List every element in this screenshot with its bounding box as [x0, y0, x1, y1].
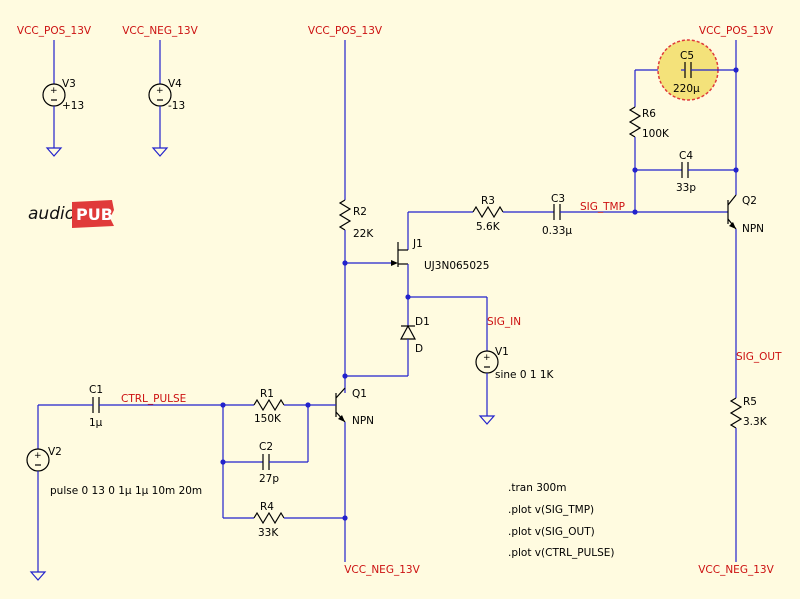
q2-power-label: VCC_POS_13V [699, 25, 774, 37]
c5-ref: C5 [680, 50, 694, 62]
r4-ref: R4 [260, 501, 274, 513]
sig-in-label: SIG_IN [487, 316, 521, 328]
v3-value: +13 [62, 100, 84, 112]
c4-value: 33p [676, 182, 696, 194]
q1-transistor[interactable]: Q1 NPN [335, 387, 374, 427]
r1-ref: R1 [260, 388, 274, 400]
v3-power-label: VCC_POS_13V [17, 25, 92, 37]
logo-text-pub: PUB [76, 205, 113, 224]
svg-text:+: + [34, 451, 42, 461]
v2-value: pulse 0 13 0 1µ 1µ 10m 20m [50, 485, 202, 497]
r5-ref: R5 [743, 396, 757, 408]
r2-power-label: VCC_POS_13V [308, 25, 383, 37]
q1-neg-power-label: VCC_NEG_13V [344, 564, 420, 576]
q1-ref: Q1 [352, 388, 367, 400]
directive-plot-sig-out: .plot v(SIG_OUT) [508, 526, 595, 538]
r6-ref: R6 [642, 108, 656, 120]
logo-text-audio: audio [28, 204, 75, 224]
c2-ref: C2 [259, 441, 273, 453]
v2-ref: V2 [48, 446, 62, 458]
r4-value: 33K [258, 527, 279, 539]
r5-resistor[interactable]: R5 3.3K [729, 396, 768, 429]
sig-tmp-label: SIG_TMP [580, 201, 625, 213]
v1-source[interactable]: + V1 sine 0 1 1K [475, 346, 555, 381]
r1-value: 150K [254, 413, 282, 425]
r2-value: 22K [353, 228, 374, 240]
r2-ref: R2 [353, 206, 367, 218]
d1-value: D [415, 343, 423, 355]
q2-neg-power-label: VCC_NEG_13V [698, 564, 774, 576]
v4-ref: V4 [168, 78, 182, 90]
svg-text:+: + [50, 86, 58, 96]
q1-value: NPN [352, 415, 374, 427]
j1-value: UJ3N065025 [424, 260, 489, 272]
svg-text:+: + [156, 86, 164, 96]
r3-resistor[interactable]: R3 5.6K [472, 195, 504, 233]
svg-text:+: + [483, 353, 491, 363]
r1-resistor[interactable]: R1 150K [253, 388, 285, 425]
directive-tran: .tran 300m [508, 482, 566, 494]
c4-capacitor[interactable]: C4 33p [676, 150, 696, 194]
d1-ref: D1 [415, 316, 430, 328]
ctrl-pulse-label: CTRL_PULSE [121, 393, 186, 405]
r5-value: 3.3K [743, 416, 768, 428]
v1-value: sine 0 1 1K [495, 369, 555, 381]
c3-ref: C3 [551, 193, 565, 205]
d1-diode[interactable]: D1 D [399, 316, 430, 355]
c1-value: 1µ [89, 417, 103, 429]
v1-ref: V1 [495, 346, 509, 358]
r6-resistor[interactable]: R6 100K [628, 106, 670, 140]
r2-resistor[interactable]: R2 22K [338, 199, 374, 240]
audiopub-logo: audio PUB [28, 200, 114, 228]
q2-ref: Q2 [742, 195, 757, 207]
v4-source[interactable]: + V4 -13 [148, 40, 185, 157]
v3-source[interactable]: + V3 +13 [42, 40, 84, 157]
q2-value: NPN [742, 223, 764, 235]
r4-resistor[interactable]: R4 33K [253, 501, 285, 539]
r3-value: 5.6K [476, 221, 501, 233]
sig-out-label: SIG_OUT [736, 351, 782, 363]
spice-directives: .tran 300m .plot v(SIG_TMP) .plot v(SIG_… [508, 482, 615, 559]
directive-plot-sig-tmp: .plot v(SIG_TMP) [508, 504, 594, 516]
r6-value: 100K [642, 128, 670, 140]
c2-value: 27p [259, 473, 279, 485]
c4-ref: C4 [679, 150, 693, 162]
c3-value: 0.33µ [542, 225, 572, 237]
r3-ref: R3 [481, 195, 495, 207]
q2-transistor[interactable]: Q2 NPN [727, 194, 764, 235]
v4-value: -13 [168, 100, 185, 112]
c5-value: 220µ [673, 83, 700, 95]
c5-capacitor-highlighted[interactable]: C5 220µ [657, 39, 719, 101]
c3-capacitor[interactable]: C3 0.33µ [542, 193, 572, 237]
j1-ref: J1 [412, 238, 423, 250]
c1-ref: C1 [89, 384, 103, 396]
c1-capacitor[interactable]: C1 1µ [89, 384, 103, 429]
c2-capacitor[interactable]: C2 27p [259, 441, 279, 485]
v2-source[interactable]: + V2 pulse 0 13 0 1µ 1µ 10m 20m [26, 446, 202, 497]
v3-ref: V3 [62, 78, 76, 90]
directive-plot-ctrl-pulse: .plot v(CTRL_PULSE) [508, 547, 615, 559]
v4-power-label: VCC_NEG_13V [122, 25, 198, 37]
j1-jfet[interactable]: J1 UJ3N065025 [391, 212, 489, 297]
